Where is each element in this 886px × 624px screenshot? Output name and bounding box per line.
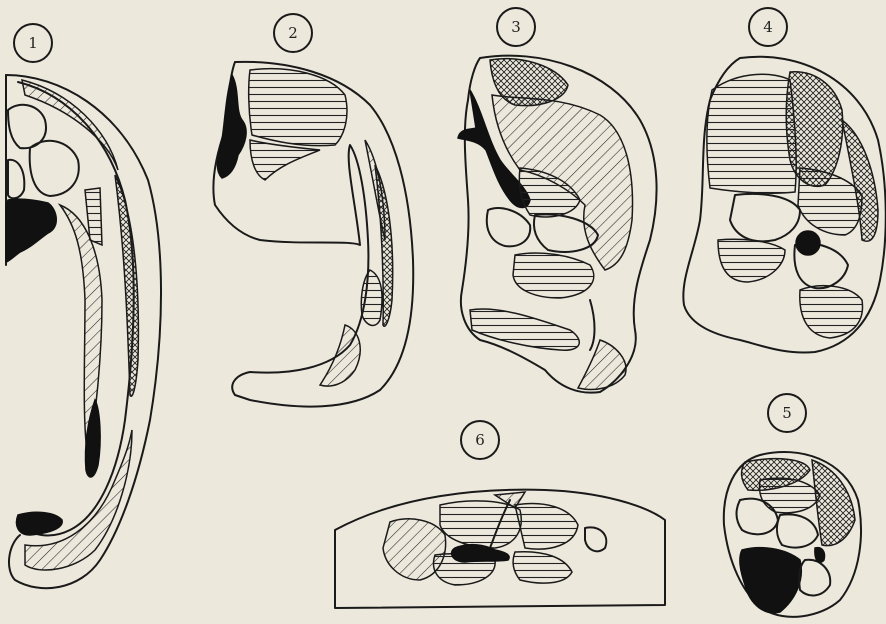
label-2: 2: [288, 24, 298, 42]
section-1: 1: [6, 24, 161, 588]
black-mass: [6, 199, 56, 262]
label-5: 5: [782, 404, 792, 422]
section-4: 4: [683, 8, 885, 353]
section-5: 5: [724, 394, 861, 617]
black-mass-4: [796, 231, 820, 255]
section-2: 2: [213, 14, 413, 407]
label-3: 3: [511, 18, 521, 36]
label-4: 4: [763, 18, 773, 36]
label-1: 1: [28, 34, 38, 52]
section-6: 6: [335, 421, 665, 608]
section-3: 3: [458, 8, 657, 393]
label-6: 6: [475, 431, 485, 449]
